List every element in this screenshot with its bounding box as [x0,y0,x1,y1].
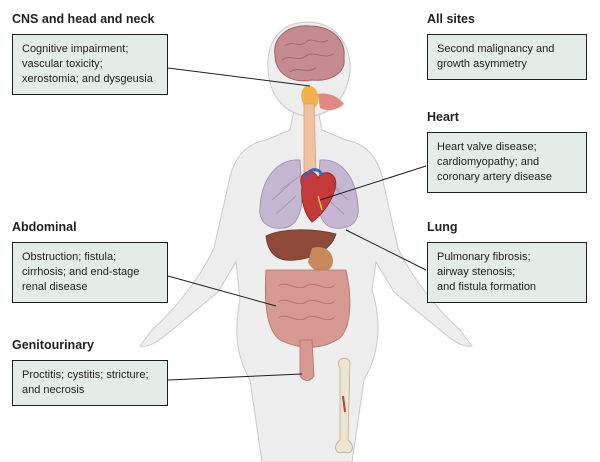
trachea [303,103,317,173]
aorta [304,168,324,181]
abdominal-line-2: cirrhosis; and end-stage [22,266,140,278]
lung-line-2: airway stenosis; [437,266,516,278]
box-genitourinary: Proctitis; cystitis; stricture; and necr… [12,360,168,406]
genitourinary-line-2: and necrosis [22,384,85,396]
lung-line-3: and fistula formation [437,281,537,293]
heading-heart: Heart [427,110,459,124]
left-lung [259,159,303,229]
leader-lines [167,67,427,381]
heading-all-sites: All sites [427,12,475,26]
heading-abdominal: Abdominal [12,220,77,234]
heading-genitourinary: Genitourinary [12,338,94,352]
leader-line-genitourinary [167,373,303,381]
leader-line-abdominal [167,275,277,307]
genitourinary-line-1: Proctitis; cystitis; stricture; [22,369,149,381]
leader-line-heart [319,165,427,201]
cns-line-3: xerostomia; and dysgeusia [22,73,153,85]
heart-line-1: Heart valve disease; [437,141,537,153]
box-cns: Cognitive impairment; vascular toxicity;… [12,34,168,95]
abdominal-line-3: renal disease [22,281,88,293]
cns-line-1: Cognitive impairment; [22,43,129,55]
oral-cavity [318,93,344,111]
heart-line-3: coronary artery disease [437,171,552,183]
heart-line-2: cardiomyopathy; and [437,156,540,168]
box-lung: Pulmonary fibrosis; airway stenosis; and… [427,242,587,303]
large-intestine [264,269,351,348]
stomach [308,247,333,272]
lung-line-1: Pulmonary fibrosis; [437,251,531,263]
leader-line-lung [345,229,427,271]
heading-lung: Lung [427,220,458,234]
box-all-sites: Second malignancy and growth asymmetry [427,34,587,80]
salivary-gland [301,85,319,110]
box-heart: Heart valve disease; cardiomyopathy; and… [427,132,587,193]
all-sites-line-2: growth asymmetry [437,58,527,70]
rectum [299,339,315,381]
heading-cns: CNS and head and neck [12,12,155,26]
coronary-artery [317,195,323,211]
all-sites-line-1: Second malignancy and [437,43,555,55]
box-abdominal: Obstruction; fistula; cirrhosis; and end… [12,242,168,303]
abdominal-line-1: Obstruction; fistula; [22,251,117,263]
cns-line-2: vascular toxicity; [22,58,103,70]
leader-line-cns [167,67,311,87]
bone-marrow [342,395,346,413]
brain [274,25,345,82]
